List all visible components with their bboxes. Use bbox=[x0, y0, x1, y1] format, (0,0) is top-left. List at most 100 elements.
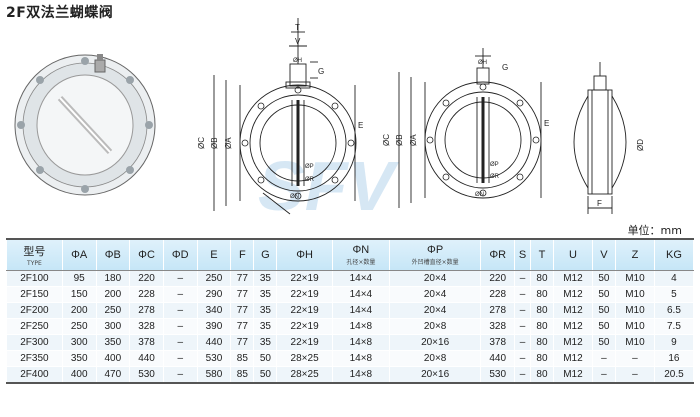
table-cell: 2F250 bbox=[6, 318, 63, 335]
column-header-sublabel: 孔径×数量 bbox=[346, 259, 376, 266]
table-cell: 20×4 bbox=[388, 286, 482, 303]
table-cell: 14×8 bbox=[331, 366, 390, 384]
table-cell: 20×4 bbox=[388, 302, 482, 319]
table-cell: 220 bbox=[129, 270, 164, 287]
table-cell: 300 bbox=[95, 318, 131, 335]
column-header: S bbox=[514, 238, 531, 271]
column-header-label: V bbox=[600, 249, 608, 261]
table-cell: – bbox=[591, 366, 616, 384]
table-cell: 278 bbox=[129, 302, 164, 319]
dim-phi-d-label: ØD bbox=[636, 139, 645, 151]
table-cell: 580 bbox=[196, 366, 232, 384]
table-cell: – bbox=[514, 366, 531, 384]
table-cell: 14×8 bbox=[331, 318, 390, 335]
column-header: V bbox=[591, 238, 616, 271]
table-cell: 250 bbox=[95, 302, 131, 319]
table-cell: 340 bbox=[196, 302, 232, 319]
table-cell: 2F150 bbox=[6, 286, 63, 303]
table-cell: – bbox=[162, 318, 198, 335]
table-cell: 14×4 bbox=[331, 270, 390, 287]
table-cell: 80 bbox=[529, 318, 554, 335]
front-view-drawing-1 bbox=[213, 18, 357, 215]
column-header: E bbox=[196, 238, 232, 271]
table-cell: 14×4 bbox=[331, 302, 390, 319]
table-cell: M12 bbox=[552, 350, 593, 367]
page-title: 2F双法兰蝴蝶阀 bbox=[6, 5, 114, 21]
table-cell: 400 bbox=[95, 350, 131, 367]
side-view-drawing-labels: ØD F bbox=[597, 139, 645, 208]
table-cell: 28×25 bbox=[276, 350, 333, 367]
table-cell: 14×4 bbox=[331, 286, 390, 303]
dim2-g-label: G bbox=[502, 63, 508, 72]
table-cell: 77 bbox=[230, 302, 255, 319]
table-cell: 440 bbox=[129, 350, 164, 367]
dim2-phi-r-label: ØR bbox=[490, 174, 500, 180]
column-header-label: 型号 bbox=[23, 246, 46, 258]
table-cell: – bbox=[162, 350, 198, 367]
table-cell: 14×8 bbox=[331, 334, 390, 351]
valve-product-image bbox=[14, 54, 156, 196]
table-cell: 77 bbox=[230, 286, 255, 303]
table-cell: – bbox=[162, 270, 198, 287]
table-cell: 85 bbox=[230, 350, 255, 367]
table-cell: M12 bbox=[552, 318, 593, 335]
table-cell: 440 bbox=[480, 350, 516, 367]
valve-drawings: SFV bbox=[14, 18, 645, 223]
table-cell: – bbox=[614, 366, 655, 384]
table-cell: – bbox=[162, 286, 198, 303]
table-cell: 20×4 bbox=[388, 270, 482, 287]
column-header: ΦD bbox=[162, 238, 198, 271]
column-header-label: ΦC bbox=[138, 249, 155, 261]
column-header-label: ΦN bbox=[352, 244, 370, 256]
table-cell: 22×19 bbox=[276, 318, 333, 335]
table-cell: 35 bbox=[253, 334, 278, 351]
table-cell: 85 bbox=[230, 366, 255, 384]
column-header: ΦN 孔径×数量 bbox=[331, 238, 390, 271]
column-header-label: U bbox=[568, 249, 577, 261]
column-header: U bbox=[552, 238, 593, 271]
column-header: ΦH bbox=[276, 238, 333, 271]
column-header: Z bbox=[614, 238, 655, 271]
table-cell: 16 bbox=[653, 350, 695, 367]
table-cell: 22×19 bbox=[276, 334, 333, 351]
table-cell: M12 bbox=[552, 302, 593, 319]
table-cell: 20.5 bbox=[653, 366, 695, 384]
table-cell: M12 bbox=[552, 334, 593, 351]
column-header-label: KG bbox=[665, 249, 682, 261]
column-header: T bbox=[529, 238, 554, 271]
table-cell: 50 bbox=[591, 334, 616, 351]
table-cell: M12 bbox=[552, 270, 593, 287]
column-header-label: ΦH bbox=[296, 249, 313, 261]
dim-phi-p-label: ØP bbox=[305, 164, 314, 170]
table-cell: 300 bbox=[61, 334, 97, 351]
table-cell: – bbox=[514, 318, 531, 335]
table-cell: 390 bbox=[196, 318, 232, 335]
table-cell: 80 bbox=[529, 302, 554, 319]
column-header: ΦR bbox=[480, 238, 516, 271]
table-cell: 22×19 bbox=[276, 270, 333, 287]
front-view-drawing-2 bbox=[398, 48, 542, 208]
table-cell: 228 bbox=[480, 286, 516, 303]
table-cell: 250 bbox=[196, 270, 232, 287]
table-cell: 20×8 bbox=[388, 318, 482, 335]
table-cell: 278 bbox=[480, 302, 516, 319]
table-cell: 50 bbox=[591, 318, 616, 335]
table-cell: 14×8 bbox=[331, 350, 390, 367]
dim2-phi-c-label: ØC bbox=[382, 134, 391, 146]
table-cell: 4 bbox=[653, 270, 695, 287]
table-cell: 530 bbox=[129, 366, 164, 384]
table-cell: M10 bbox=[614, 318, 655, 335]
dim-phi-c-label: ØC bbox=[197, 137, 206, 149]
table-cell: 6.5 bbox=[653, 302, 695, 319]
column-header-label: ΦA bbox=[71, 249, 88, 261]
column-header-label: ΦD bbox=[171, 249, 189, 261]
dim2-phi-p-label: ØP bbox=[490, 162, 499, 168]
table-cell: 22×19 bbox=[276, 302, 333, 319]
column-header: KG bbox=[653, 238, 695, 271]
table-cell: 220 bbox=[480, 270, 516, 287]
